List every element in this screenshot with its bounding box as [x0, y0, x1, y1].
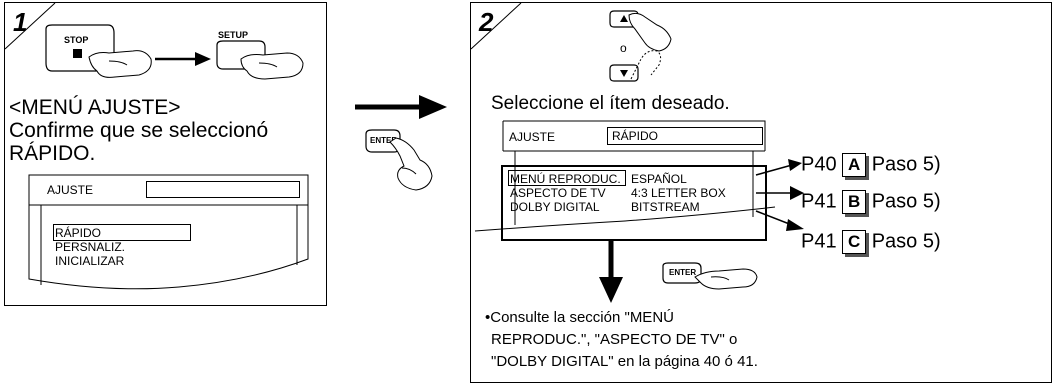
screen-header-value: RÁPIDO: [607, 127, 763, 145]
step1-panel: 1 STOP SETUP <MENÚ AJUSTE> Confirme que …: [4, 2, 327, 306]
menu-item-inicializar[interactable]: INICIALIZAR: [55, 254, 125, 268]
or-text: o: [620, 41, 627, 55]
screen-header-label: AJUSTE: [47, 183, 94, 197]
row-value-aspecto-tv: 4:3 LETTER BOX: [631, 186, 726, 200]
setup-screen: AJUSTE RÁPIDO: [474, 120, 776, 247]
rows-frame: [501, 165, 767, 241]
reference-a[interactable]: P40 A Paso 5): [801, 153, 941, 177]
stop-button-label: STOP: [64, 35, 89, 45]
hand-pointer-icon: [240, 52, 304, 80]
step2-panel: 2 o Seleccione el ítem deseado. AJUSTE R…: [470, 2, 1052, 383]
hand-pointer-icon: [694, 268, 758, 290]
reference-b-letter: B: [842, 190, 867, 214]
reference-arrows: [755, 159, 804, 231]
reference-a-letter: A: [842, 153, 867, 177]
reference-b-step: Paso 5): [871, 190, 941, 213]
note-line2: REPRODUC.", "ASPECTO DE TV" o: [491, 331, 738, 348]
row-value-menu-reproduc: ESPAÑOL: [631, 172, 687, 186]
row-name-aspecto-tv[interactable]: ASPECTO DE TV: [510, 186, 606, 200]
hand-pointer-icon: [88, 50, 152, 78]
reference-c-step: Paso 5): [871, 230, 941, 253]
note-line1: •Consulte la sección "MENÚ: [485, 309, 674, 326]
setup-screen: AJUSTE RÁPIDO PERSNALIZ. INICIALIZAR: [28, 174, 309, 305]
enter-button-label: ENTER: [669, 268, 697, 277]
screen-header-value: [146, 181, 300, 198]
step1-number: 1: [13, 7, 28, 37]
confirm-text-line2: RÁPIDO.: [9, 142, 96, 165]
big-right-arrow-icon: [355, 95, 447, 119]
right-arrow-icon: [155, 52, 211, 66]
selection-highlight: [53, 224, 191, 241]
reference-b[interactable]: P41 B Paso 5): [801, 190, 941, 214]
screen-header-label: AJUSTE: [509, 130, 556, 144]
reference-b-page: P41: [801, 190, 837, 213]
reference-c-letter: C: [842, 230, 867, 254]
screen-header-value-text: RÁPIDO: [612, 129, 659, 143]
menu-title: <MENÚ AJUSTE>: [9, 96, 181, 119]
row-name-menu-reproduc[interactable]: MENÚ REPRODUC.: [510, 172, 621, 186]
reference-c-page: P41: [801, 230, 837, 253]
setup-button-label: SETUP: [218, 30, 249, 40]
row-name-dolby-digital[interactable]: DOLBY DIGITAL: [510, 200, 600, 214]
reference-c[interactable]: P41 C Paso 5): [801, 230, 941, 254]
instruction-text: Seleccione el ítem deseado.: [491, 93, 730, 114]
row-highlight: [508, 170, 626, 186]
enter-button-label: ENTER: [370, 136, 398, 145]
reference-a-page: P40: [801, 153, 837, 176]
step2-number: 2: [479, 7, 494, 37]
note-line3: "DOLBY DIGITAL" en la página 40 ó 41.: [491, 353, 758, 370]
hand-pointer-dotted-icon: [630, 50, 662, 80]
menu-item-persnaliz[interactable]: PERSNALIZ.: [55, 240, 126, 254]
step1-corner-tab: [4, 2, 56, 50]
confirm-text-line1: Confirme que se seleccionó: [9, 119, 269, 142]
step2-corner-tab: [470, 2, 522, 50]
screen-frame: [474, 120, 776, 232]
reference-a-step: Paso 5): [871, 153, 941, 176]
hand-pointer-icon: [628, 12, 672, 52]
menu-item-rapido[interactable]: RÁPIDO: [55, 226, 102, 240]
row-value-dolby-digital: BITSTREAM: [631, 200, 700, 214]
big-down-arrow-icon: [599, 239, 623, 303]
hand-pointer-icon: [389, 137, 433, 191]
screen-frame: [28, 174, 309, 290]
down-button[interactable]: [608, 63, 644, 83]
